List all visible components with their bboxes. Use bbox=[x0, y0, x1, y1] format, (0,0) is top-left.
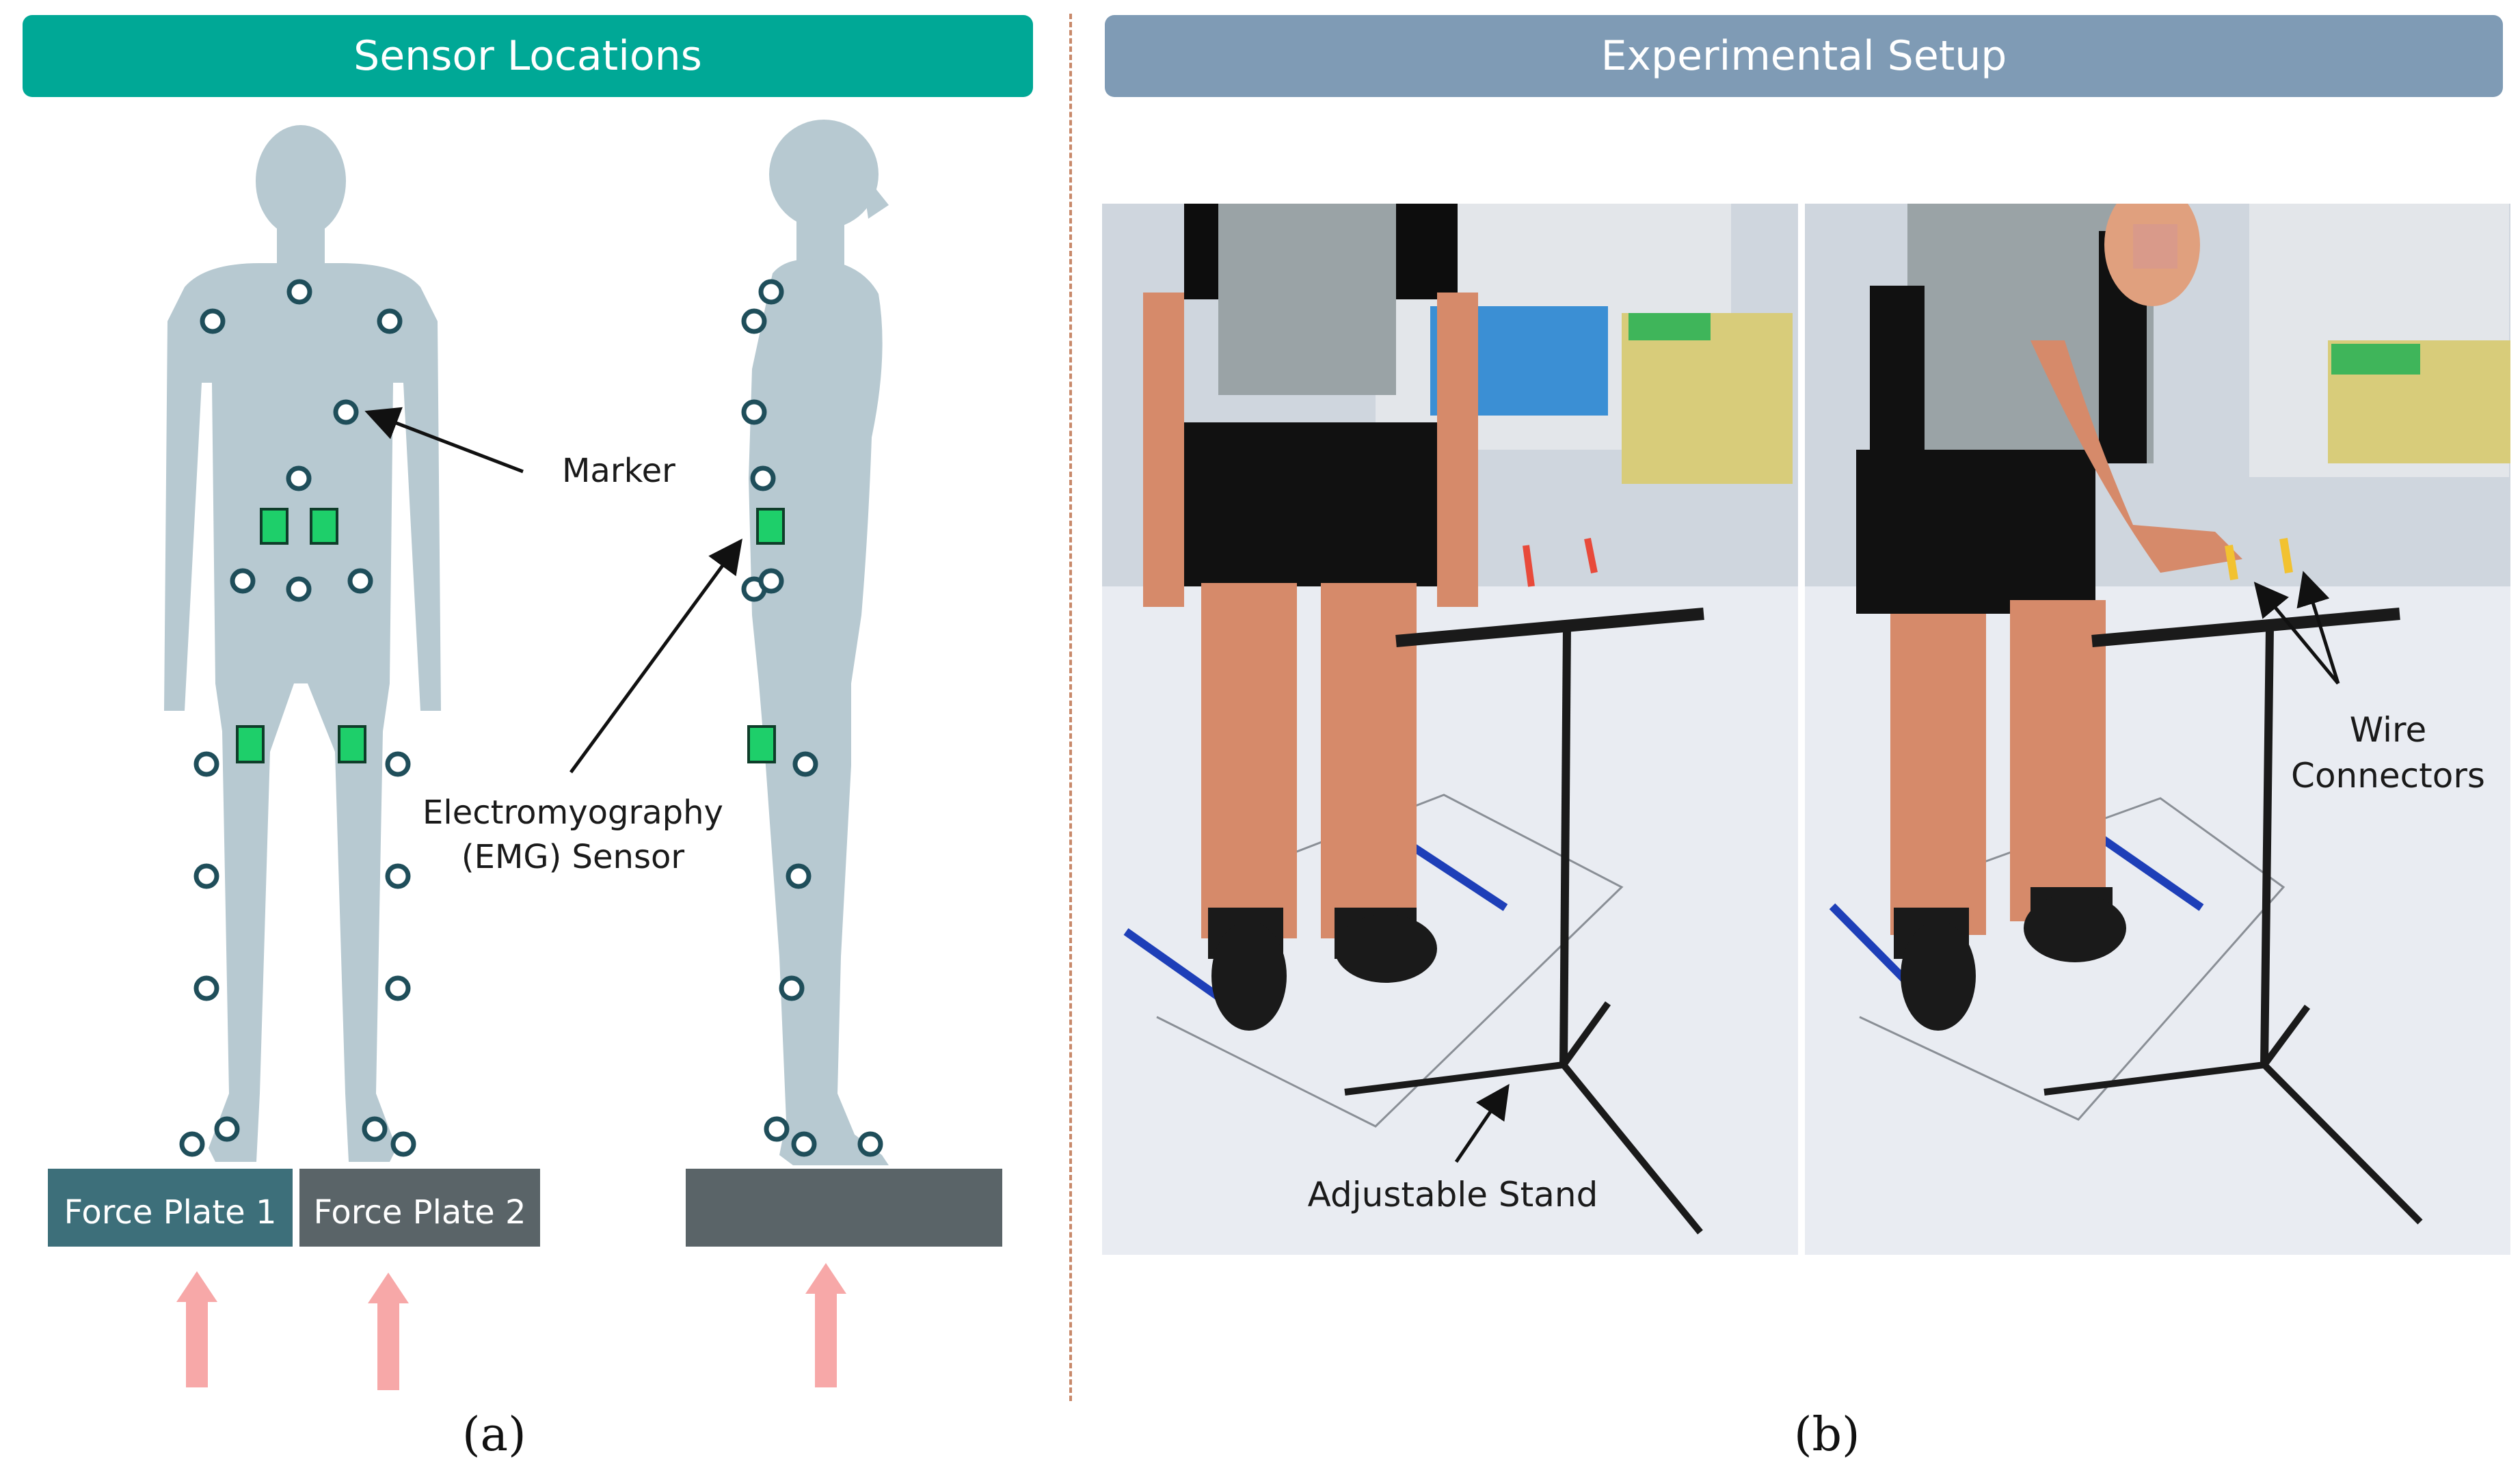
wire-connectors-label-line1: Wire bbox=[2350, 710, 2426, 750]
marker-front-ankle-left-a bbox=[362, 1116, 388, 1142]
marker-side-neck-b bbox=[741, 308, 767, 334]
marker-callout-arrow bbox=[364, 407, 524, 474]
marker-front-sternum bbox=[286, 465, 312, 491]
force-plate-2: Force Plate 2 bbox=[299, 1169, 540, 1247]
marker-side-neck-a bbox=[758, 279, 784, 305]
sensor-locations-header: Sensor Locations bbox=[23, 15, 1033, 97]
emg-callout-arrow bbox=[569, 538, 742, 774]
marker-front-shoulder-left bbox=[377, 308, 403, 334]
force-plate-side bbox=[686, 1169, 1002, 1247]
panel-divider bbox=[1069, 14, 1072, 1401]
wire-connector-arrow-2 bbox=[2296, 571, 2340, 684]
marker-side-thigh bbox=[792, 751, 818, 777]
marker-front-hip-left bbox=[347, 568, 373, 594]
emg-front-abdomen-right bbox=[260, 508, 289, 545]
experimental-setup-title: Experimental Setup bbox=[1600, 32, 2007, 80]
experimental-photo-standing bbox=[1102, 204, 1798, 1255]
emg-front-thigh-left bbox=[338, 725, 366, 763]
force-plate-2-label: Force Plate 2 bbox=[314, 1193, 526, 1232]
marker-front-ankle-left-b bbox=[390, 1131, 416, 1157]
marker-front-knee-left bbox=[385, 863, 411, 889]
marker-side-chest bbox=[750, 465, 776, 491]
wire-connectors-label-line2: Connectors bbox=[2291, 756, 2485, 796]
panel-a-caption-text: (a) bbox=[462, 1408, 526, 1462]
marker-front-chest bbox=[333, 399, 359, 425]
side-body-silhouette bbox=[749, 120, 889, 1166]
front-emg-sensors bbox=[236, 508, 366, 763]
sensor-locations-title: Sensor Locations bbox=[353, 32, 702, 80]
emg-label-line1: Electromyography bbox=[423, 793, 723, 832]
emg-front-abdomen-left bbox=[310, 508, 338, 545]
marker-side-pelvis-b bbox=[758, 568, 784, 594]
panel-a-caption: (a) bbox=[462, 1408, 526, 1462]
marker-front-hip-center bbox=[286, 576, 312, 602]
wire-connector-arrow-1 bbox=[2253, 582, 2340, 685]
force-plate-1-label: Force Plate 1 bbox=[64, 1193, 277, 1232]
marker-front-knee-right bbox=[193, 863, 219, 889]
marker-side-toe bbox=[857, 1131, 883, 1157]
marker-side-knee bbox=[786, 863, 812, 889]
sensor-location-diagram: Marker Electromyography (EMG) Sensor For… bbox=[48, 120, 1002, 1390]
ground-reaction-arrows bbox=[176, 1263, 846, 1390]
emg-side-thigh bbox=[747, 725, 776, 763]
marker-front-thigh-left bbox=[385, 751, 411, 777]
side-emg-sensors bbox=[747, 508, 785, 763]
marker-side-shin bbox=[779, 975, 805, 1001]
adjustable-stand-label: Adjustable Stand bbox=[1308, 1175, 1598, 1215]
marker-side-shoulder bbox=[741, 399, 767, 425]
force-plate-1: Force Plate 1 bbox=[48, 1169, 293, 1247]
emg-front-thigh-right bbox=[236, 725, 265, 763]
panel-b-caption-text: (b) bbox=[1794, 1408, 1860, 1462]
marker-front-shin-right bbox=[193, 975, 219, 1001]
grf-arrow-plate-1 bbox=[176, 1271, 217, 1387]
emg-label-line2: (EMG) Sensor bbox=[461, 838, 684, 876]
front-body-silhouette bbox=[164, 125, 441, 1162]
grf-arrow-plate-2 bbox=[368, 1273, 409, 1390]
marker-label: Marker bbox=[562, 452, 675, 490]
grf-arrow-side bbox=[805, 1263, 846, 1387]
marker-front-neck bbox=[286, 279, 312, 305]
emg-side-abdomen bbox=[756, 508, 785, 545]
marker-front-thigh-right bbox=[193, 751, 219, 777]
marker-side-heel bbox=[764, 1116, 790, 1142]
marker-front-hip-right bbox=[230, 568, 256, 594]
marker-front-shoulder-right bbox=[200, 308, 226, 334]
marker-front-ankle-right-b bbox=[214, 1116, 240, 1142]
marker-front-ankle-right-a bbox=[179, 1131, 205, 1157]
marker-front-shin-left bbox=[385, 975, 411, 1001]
side-markers bbox=[741, 279, 883, 1157]
marker-side-ankle bbox=[791, 1131, 817, 1157]
adjustable-stand-arrow bbox=[1454, 1083, 1510, 1163]
experimental-photo-reaching bbox=[1805, 204, 2510, 1255]
panel-b-caption: (b) bbox=[1794, 1408, 1860, 1462]
experimental-setup-header: Experimental Setup bbox=[1105, 15, 2503, 97]
front-markers bbox=[179, 279, 416, 1157]
